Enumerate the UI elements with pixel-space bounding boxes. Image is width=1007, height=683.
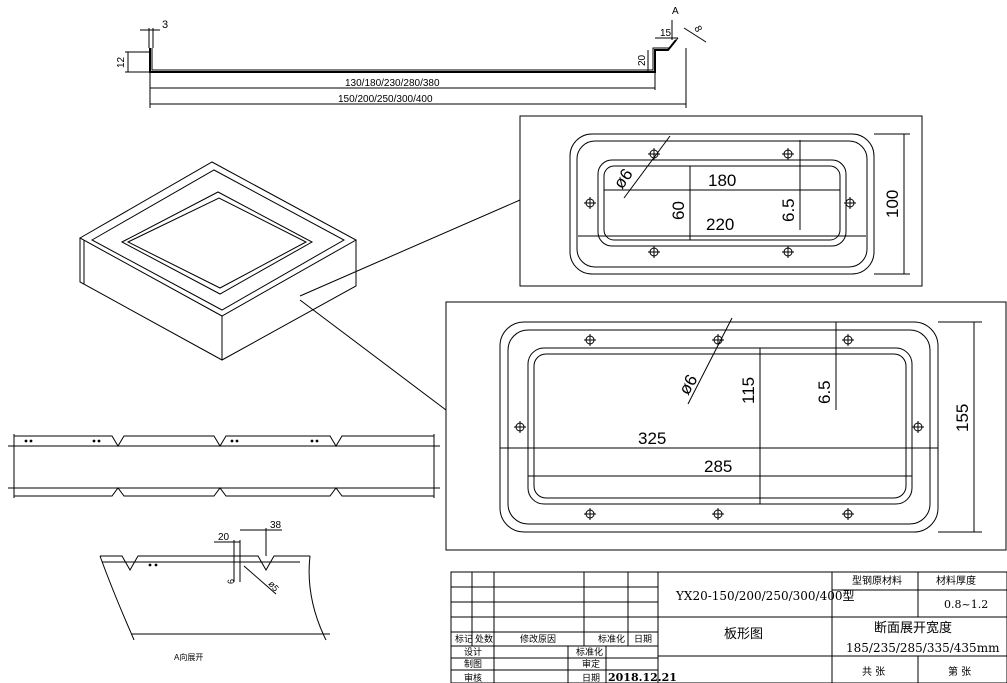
- leader-large: [299, 299, 447, 411]
- title-block: 标记 处数 修改原因 标准化 日期 设计 制图 审核 标准化 审定 日期 201…: [450, 571, 1007, 683]
- unfold-header: 断面展开宽度: [874, 620, 952, 636]
- thickness-value: 0.8~1.2: [944, 598, 988, 611]
- small-hole-edge: 6.5: [779, 198, 798, 222]
- date-label: 日期: [582, 673, 600, 683]
- small-panel-holes: [584, 148, 856, 258]
- profile-inner: [151, 37, 679, 71]
- rev-std: 标准化: [598, 633, 625, 645]
- profile-section: 3 12 130/180/230/280/380 150/200/250/300…: [116, 6, 707, 108]
- notch-view-label: A向展开: [174, 652, 203, 662]
- thickness-header: 材料厚度: [936, 574, 976, 587]
- large-panel-detail: ø6 115 6.5 325 285 155: [445, 301, 1007, 551]
- unfold-value: 185/235/285/335/435mm: [846, 641, 1000, 655]
- sheet-number: 第 张: [948, 665, 971, 678]
- small-inner-height: 60: [669, 201, 688, 220]
- overall-width-label: 150/200/250/300/400: [338, 94, 433, 105]
- lip-width-label: 3: [162, 19, 168, 31]
- drawing-name: 板形图: [724, 627, 763, 642]
- small-panel-detail: ø6 180 60 6.5 220 100: [519, 115, 923, 287]
- step-height-label: 20: [637, 54, 648, 66]
- section-mark: A: [672, 6, 679, 17]
- total-sheets: 共 张: [862, 666, 885, 678]
- small-inner-width: 180: [708, 171, 736, 190]
- rev-date: 日期: [634, 634, 652, 645]
- small-hole-span: 220: [706, 215, 734, 234]
- large-hole-dia: ø6: [675, 371, 701, 398]
- model-text: YX20-150/200/250/300/400型: [675, 589, 854, 603]
- strip-holes: [24, 439, 319, 443]
- rev-doc: 修改原因: [520, 633, 556, 645]
- large-inner-height: 115: [739, 377, 758, 404]
- design-label: 设计: [464, 646, 482, 658]
- material-header: 型钢原材料: [852, 574, 902, 587]
- notch-hole: ø5: [266, 579, 280, 593]
- profile-outline: [149, 39, 677, 73]
- isometric-tray: [78, 161, 358, 361]
- large-panel-holes: [514, 334, 924, 520]
- flange-height-label: 12: [116, 56, 127, 68]
- std2-label: 标准化: [576, 646, 603, 658]
- small-outer-height: 100: [883, 190, 902, 218]
- large-hole-edge: 6.5: [815, 380, 834, 404]
- large-inner-width: 285: [704, 457, 732, 476]
- large-outer-height: 155: [953, 404, 972, 432]
- leader-small: [299, 199, 521, 297]
- rev-count: 处数: [475, 633, 493, 645]
- bend-dim-label: 8: [691, 24, 704, 35]
- notch-dim-20: 20: [218, 532, 230, 543]
- date-value: 2018.12.21: [608, 671, 677, 683]
- inner-width-label: 130/180/230/280/380: [345, 78, 440, 89]
- small-hole-dia: ø6: [610, 165, 637, 192]
- check-label: 审核: [464, 672, 482, 683]
- draw-label: 制图: [464, 658, 482, 670]
- notch-dim-38: 38: [270, 520, 282, 531]
- notch-detail: 20 38 6 ø5 A向展开: [99, 520, 330, 662]
- review-label: 审定: [582, 658, 600, 670]
- notch-dim-6: 6: [226, 579, 236, 584]
- flat-strip: [8, 434, 440, 498]
- rev-mark: 标记: [455, 633, 473, 645]
- step-width-label: 15: [660, 28, 672, 39]
- large-hole-span: 325: [638, 429, 666, 448]
